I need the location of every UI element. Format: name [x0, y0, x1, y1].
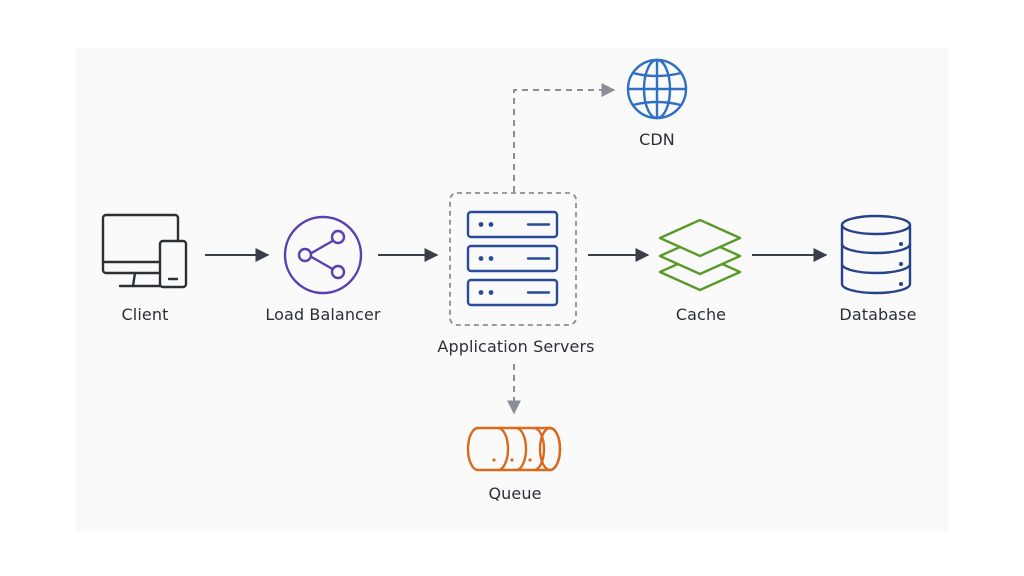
app-servers-label: Application Servers — [437, 337, 595, 356]
share-icon — [283, 215, 363, 295]
monitor-and-phone-icon — [101, 213, 188, 289]
load-balancer-label: Load Balancer — [265, 305, 381, 324]
diagram-panel — [76, 48, 948, 532]
queue-cylinder-icon — [466, 426, 562, 472]
database-icon — [840, 214, 912, 295]
globe-icon — [626, 58, 688, 120]
queue-label: Queue — [488, 484, 542, 503]
client-label: Client — [121, 305, 169, 324]
database-label: Database — [839, 305, 917, 324]
cdn-label: CDN — [639, 130, 675, 149]
layers-icon — [658, 218, 742, 292]
cache-label: Cache — [675, 305, 727, 324]
edges — [205, 83, 828, 415]
server-rack-icon — [449, 192, 577, 326]
edge-app-servers-to-cdn — [513, 83, 616, 192]
